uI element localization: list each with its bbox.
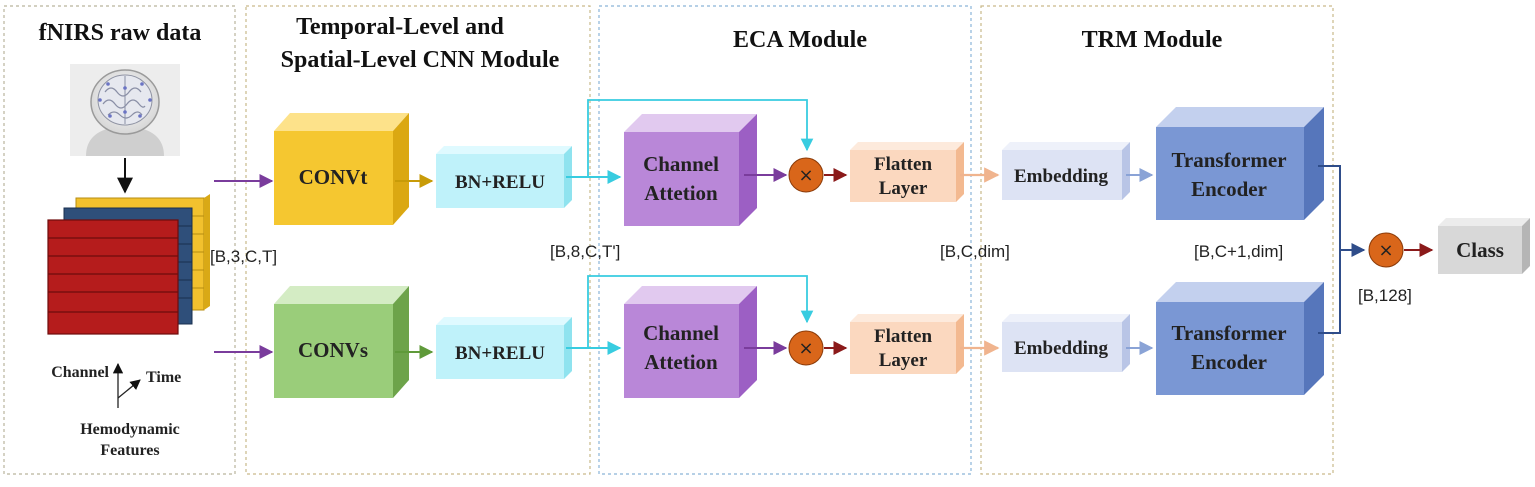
flatten-bottom-label-2: Layer bbox=[879, 350, 928, 371]
multiply-op-bottom bbox=[788, 330, 824, 366]
embedding-bottom-block bbox=[1002, 314, 1130, 372]
tensor-stack-front bbox=[47, 219, 179, 335]
panel-trm-module bbox=[980, 5, 1334, 475]
dim-input: [B,3,C,T] bbox=[210, 247, 277, 266]
dim-fused: [B,128] bbox=[1358, 286, 1412, 305]
title-cnn-line1: Temporal-Level and bbox=[296, 14, 504, 40]
encoder-bottom-label-2: Encoder bbox=[1191, 350, 1267, 374]
title-trm: TRM Module bbox=[1082, 27, 1223, 53]
title-cnn-line2: Spatial-Level CNN Module bbox=[281, 47, 560, 73]
channel-attention-top-block bbox=[624, 114, 757, 226]
encoder-bottom-block bbox=[1156, 282, 1324, 395]
channel-attention-bottom-label-2: Attetion bbox=[644, 350, 718, 374]
multiply-symbol-bottom: × bbox=[798, 338, 813, 359]
arrow-encoder-bottom-to-fuse bbox=[1318, 250, 1341, 334]
dim-after-cnn: [B,8,C,T'] bbox=[550, 242, 620, 261]
encoder-bottom-label-1: Transformer bbox=[1171, 321, 1286, 345]
axis-indicator bbox=[112, 362, 141, 408]
flatten-top-label-1: Flatten bbox=[874, 154, 932, 175]
conv-t-label: CONVt bbox=[299, 165, 368, 189]
class-label: Class bbox=[1456, 238, 1504, 262]
multiply-op-top bbox=[788, 157, 824, 193]
multiply-symbol-top: × bbox=[798, 165, 813, 186]
conv-t-block bbox=[274, 113, 409, 225]
conv-s-label: CONVs bbox=[298, 338, 368, 362]
axis-label-features-1: Hemodynamic bbox=[80, 421, 180, 438]
skip-connection-bottom bbox=[587, 275, 814, 348]
axis-label-channel: Channel bbox=[51, 364, 109, 381]
flatten-bottom-block bbox=[850, 314, 964, 374]
encoder-top-label-1: Transformer bbox=[1171, 148, 1286, 172]
title-eca: ECA Module bbox=[733, 27, 867, 53]
flatten-bottom-label-1: Flatten bbox=[874, 326, 932, 347]
panel-raw-data bbox=[3, 5, 236, 475]
multiply-op-fusion bbox=[1368, 232, 1404, 268]
channel-attention-top-label-2: Attetion bbox=[644, 181, 718, 205]
embedding-top-block bbox=[1002, 142, 1130, 200]
encoder-top-label-2: Encoder bbox=[1191, 177, 1267, 201]
embedding-top-label: Embedding bbox=[1014, 166, 1108, 187]
channel-attention-top-label-1: Channel bbox=[643, 152, 719, 176]
axis-label-features-2: Features bbox=[100, 442, 159, 459]
conv-s-block bbox=[274, 286, 409, 398]
panel-cnn-module bbox=[245, 5, 591, 475]
bn-relu-top-block bbox=[436, 146, 572, 208]
flatten-top-label-2: Layer bbox=[879, 178, 928, 199]
channel-attention-bottom-block bbox=[624, 286, 757, 398]
brain-head-image bbox=[70, 64, 180, 156]
encoder-top-block bbox=[1156, 107, 1324, 220]
channel-attention-bottom-label-1: Channel bbox=[643, 321, 719, 345]
flatten-top-block bbox=[850, 142, 964, 202]
class-block bbox=[1438, 218, 1530, 274]
arrow-encoder-top-to-fuse bbox=[1318, 165, 1366, 257]
title-raw-data: fNIRS raw data bbox=[39, 20, 202, 46]
axis-label-time: Time bbox=[146, 369, 181, 386]
skip-connection-top bbox=[587, 99, 814, 177]
embedding-bottom-label: Embedding bbox=[1014, 338, 1108, 359]
dim-after-flatten: [B,C,dim] bbox=[940, 242, 1010, 261]
multiply-symbol-fusion: × bbox=[1378, 240, 1393, 261]
dim-after-embed: [B,C+1,dim] bbox=[1194, 242, 1283, 261]
panel-eca-module bbox=[598, 5, 972, 475]
bn-relu-top-label: BN+RELU bbox=[455, 172, 545, 193]
bn-relu-bottom-label: BN+RELU bbox=[455, 343, 545, 364]
